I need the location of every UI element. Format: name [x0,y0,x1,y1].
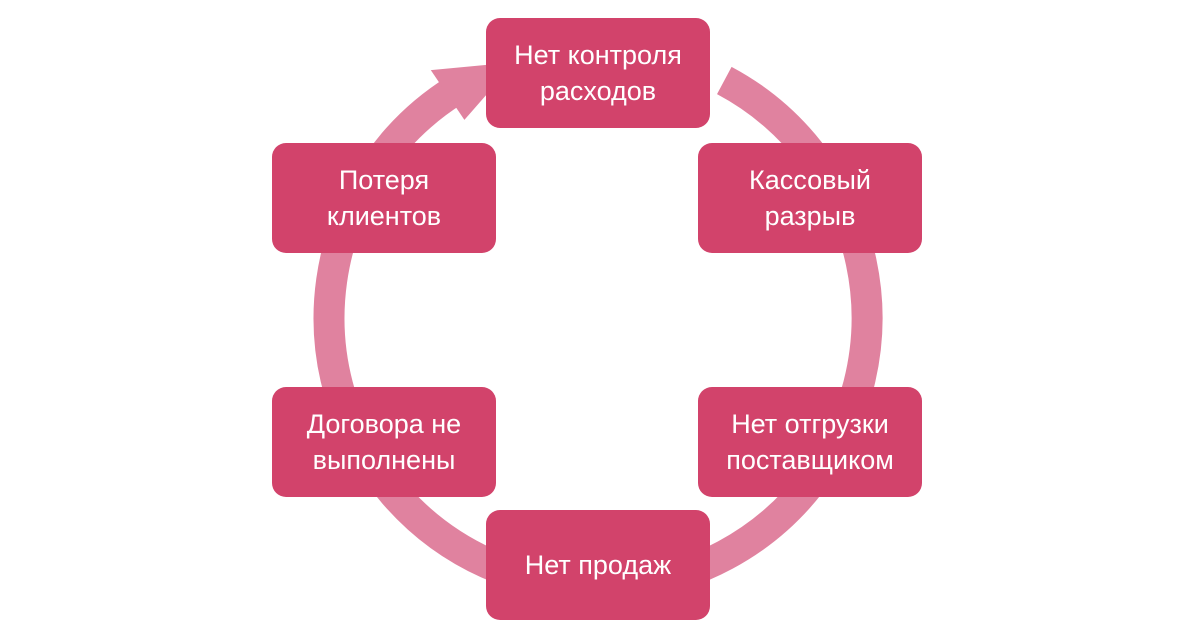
cycle-node-no-sales: Нет продаж [486,510,710,620]
cycle-node-no-supplier-shipment: Нет отгрузки поставщиком [698,387,922,497]
cycle-node-label: Потеря клиентов [326,165,442,231]
cycle-node-label: Договора не выполнены [306,409,462,475]
cycle-node-client-loss: Потеря клиентов [272,143,496,253]
cycle-node-label: Кассовый разрыв [749,165,871,231]
cycle-node-cash-gap: Кассовый разрыв [698,143,922,253]
cycle-node-expense-control: Нет контроля расходов [486,18,710,128]
cycle-node-label: Нет продаж [524,550,672,580]
cycle-node-label: Нет отгрузки поставщиком [726,409,894,475]
cycle-node-label: Нет контроля расходов [514,40,682,106]
cycle-node-contracts-unfulfilled: Договора не выполнены [272,387,496,497]
